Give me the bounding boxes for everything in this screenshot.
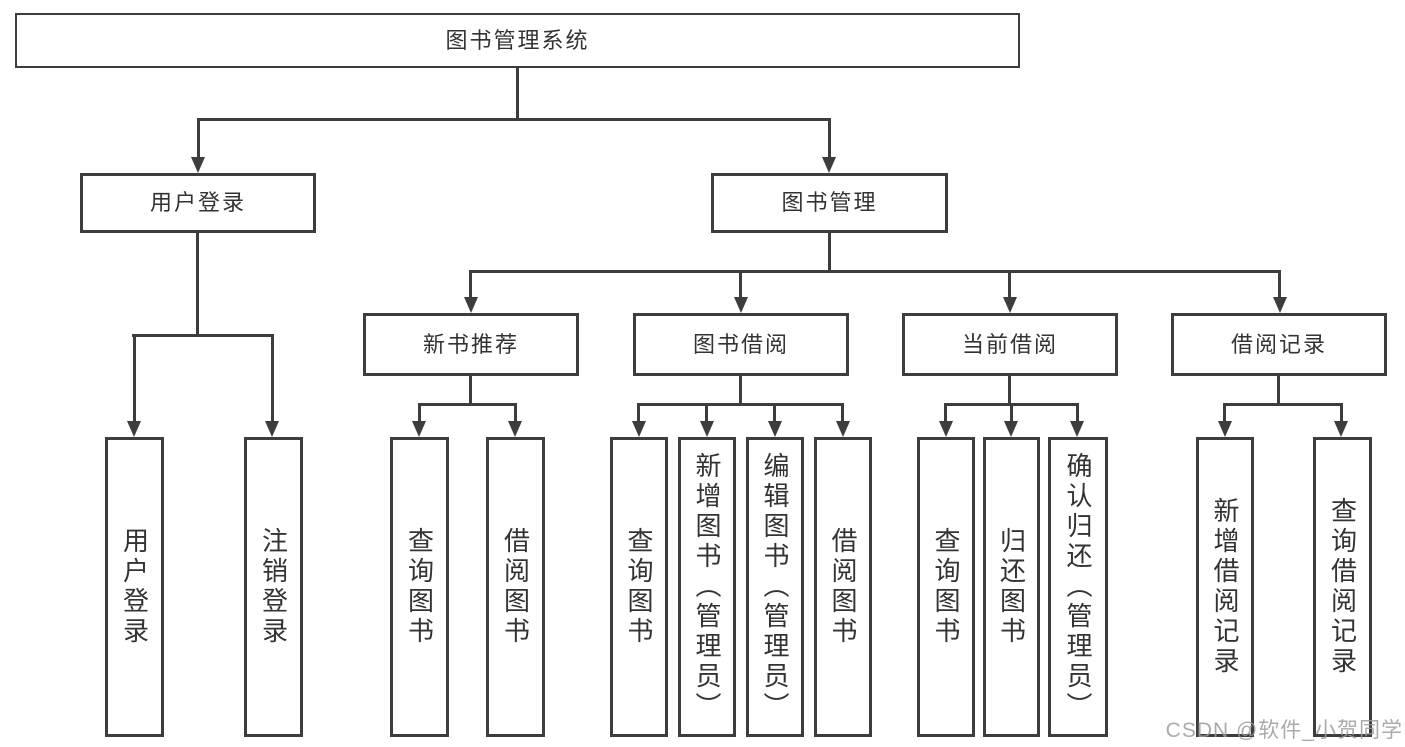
arrow-down-icon xyxy=(265,421,279,437)
connector-line xyxy=(271,334,274,421)
arrow-down-icon xyxy=(1003,297,1017,313)
arrow-down-icon xyxy=(1334,421,1348,437)
node-book-borrow: 图书借阅 xyxy=(633,313,849,376)
arrow-down-icon xyxy=(939,421,953,437)
connector-line xyxy=(828,118,831,157)
node-library-management-system: 图书管理系统 xyxy=(15,13,1020,68)
connector-line xyxy=(841,403,844,421)
connector-line xyxy=(516,68,519,120)
arrow-down-icon xyxy=(412,421,426,437)
connector-line xyxy=(1076,403,1079,421)
leaf-edit-books-admin: 编辑图书（管理员） xyxy=(746,437,804,737)
leaf-query-borrow-record: 查询借阅记录 xyxy=(1313,437,1372,737)
node-new-book-recommend: 新书推荐 xyxy=(363,313,579,376)
arrow-down-icon xyxy=(822,157,836,173)
arrow-down-icon xyxy=(1070,421,1084,437)
connector-line xyxy=(469,270,472,297)
arrow-down-icon xyxy=(1218,421,1232,437)
connector-line xyxy=(1223,403,1343,406)
connector-line xyxy=(1340,403,1343,421)
connector-line xyxy=(469,270,1281,273)
connector-line xyxy=(1008,376,1011,405)
arrow-down-icon xyxy=(768,421,782,437)
csdn-watermark: CSDN @软件_小贺同学 xyxy=(1165,719,1403,742)
connector-line xyxy=(944,403,947,421)
connector-line xyxy=(1010,403,1013,421)
arrow-down-icon xyxy=(632,421,646,437)
connector-line xyxy=(1278,270,1281,297)
connector-line xyxy=(828,233,831,272)
connector-line xyxy=(418,403,421,421)
arrow-down-icon xyxy=(1004,421,1018,437)
arrow-down-icon xyxy=(1273,297,1287,313)
connector-line xyxy=(1223,403,1226,421)
leaf-query-books-2: 查询图书 xyxy=(610,437,668,737)
leaf-confirm-return-admin: 确认归还（管理员） xyxy=(1048,437,1108,737)
leaf-add-borrow-record: 新增借阅记录 xyxy=(1196,437,1254,737)
connector-line xyxy=(637,403,844,406)
connector-line xyxy=(197,118,200,157)
connector-line xyxy=(132,334,274,337)
arrow-down-icon xyxy=(464,297,478,313)
leaf-borrow-books: 借阅图书 xyxy=(486,437,545,737)
connector-line xyxy=(1008,270,1011,297)
connector-line xyxy=(773,403,776,421)
leaf-query-books-3: 查询图书 xyxy=(917,437,975,737)
arrow-down-icon xyxy=(836,421,850,437)
leaf-add-books-admin: 新增图书（管理员） xyxy=(678,437,736,737)
node-book-management: 图书管理 xyxy=(711,173,948,233)
connector-line xyxy=(133,334,136,421)
node-borrow-records: 借阅记录 xyxy=(1171,313,1387,376)
connector-line xyxy=(637,403,640,421)
connector-line xyxy=(705,403,708,421)
leaf-return-books: 归还图书 xyxy=(983,437,1040,737)
leaf-borrow-books-2: 借阅图书 xyxy=(814,437,872,737)
leaf-user-login: 用户登录 xyxy=(105,437,164,737)
arrow-down-icon xyxy=(508,421,522,437)
node-user-login: 用户登录 xyxy=(80,173,316,233)
arrow-down-icon xyxy=(127,421,141,437)
connector-line xyxy=(197,118,831,121)
arrow-down-icon xyxy=(734,297,748,313)
node-current-borrow: 当前借阅 xyxy=(902,313,1118,376)
connector-line xyxy=(739,270,742,297)
connector-line xyxy=(418,403,517,406)
connector-line xyxy=(1277,376,1280,405)
connector-line xyxy=(739,376,742,405)
leaf-query-books: 查询图书 xyxy=(390,437,449,737)
connector-line xyxy=(469,376,472,405)
connector-line xyxy=(514,403,517,421)
leaf-logout: 注销登录 xyxy=(244,437,303,737)
connector-line xyxy=(196,233,199,334)
arrow-down-icon xyxy=(191,157,205,173)
arrow-down-icon xyxy=(700,421,714,437)
